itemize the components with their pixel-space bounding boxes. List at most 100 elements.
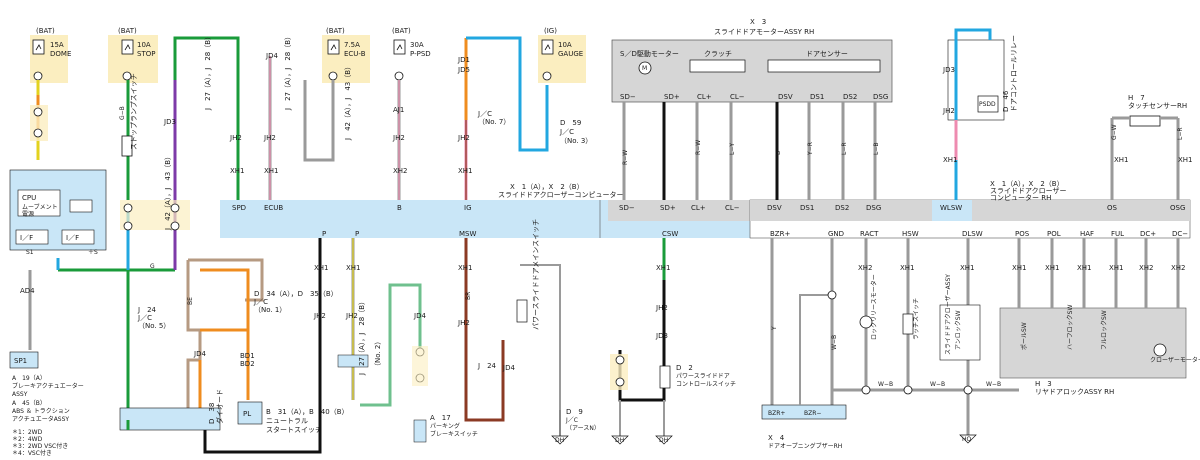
j24-no5: （No. 5） xyxy=(138,322,170,330)
pin-cl-plus: CL+ xyxy=(691,204,706,212)
lbl-ly: L−Y xyxy=(729,143,736,155)
conn-jh2-rh: JH2 xyxy=(942,107,955,115)
computer-pins-bottom: P P MSW CSW BZR+ GND RACT HSW DLSW POS P… xyxy=(322,230,1188,238)
neutral-start-switch: PL B 31（A），B 40（B） ニュートラル スタートスイッチ xyxy=(237,401,349,434)
mt-sd-minus: SD− xyxy=(620,93,636,101)
h7-ref: H 7 xyxy=(1128,94,1145,102)
pin-ds2: DS2 xyxy=(835,204,849,212)
fuse-gauge-source: (IG) xyxy=(544,27,557,35)
conn-xh1-p2: XH1 xyxy=(346,264,361,272)
j24-jc: J／C xyxy=(137,314,152,322)
pin-sd-plus: SD+ xyxy=(660,204,676,212)
conn-jd4-ecub: JD4 xyxy=(265,52,278,60)
conn-xh1-pol: XH1 xyxy=(1045,264,1060,272)
wire-brown-msw xyxy=(464,238,505,422)
conn-jd3-rh: JD3 xyxy=(942,66,955,74)
lbl-rw2: R−W xyxy=(695,140,702,155)
fuse-ppsd: (BAT) 30A P-PSD xyxy=(392,27,431,81)
cpu-if2: I／F xyxy=(66,234,79,242)
rear-door-lock-h3: H 3 リヤドアロックASSY RH ポールSW ハーフロックSW フルロックS… xyxy=(999,305,1200,396)
lbl-yr: Y−R xyxy=(807,142,814,156)
pin-hsw: HSW xyxy=(902,230,919,238)
pin-ds1: DS1 xyxy=(800,204,814,212)
d34-no1: （No. 1） xyxy=(254,306,286,314)
note-3: ＊3：2WD VSC付き xyxy=(12,442,68,450)
d59-no3: （No. 3） xyxy=(560,137,592,145)
cpu-if1: I／F xyxy=(20,234,33,242)
psdd-label: PSDD xyxy=(979,101,996,108)
svg-text:PL: PL xyxy=(243,410,251,418)
a19-ref: A 19（A） xyxy=(12,375,46,382)
d46-relay: JD3 JH2 XH1 PSDD D 46 ドアコントロールリレー xyxy=(942,28,1018,200)
computer-pins-top: SPD ECUB B IG SD− SD+ CL+ CL− DSV DS1 DS… xyxy=(232,204,1185,212)
fuse-gauge: (IG) 10A GAUGE xyxy=(538,27,586,83)
cpu-splus: ＋S xyxy=(88,249,98,256)
psd-control-switch: D 2 パワースライドドア コントロールスイッチ xyxy=(659,364,736,389)
cpu-power: 電源 xyxy=(22,210,34,218)
j24-left: J 24 xyxy=(137,306,157,314)
mt-dsv: DSV xyxy=(778,93,793,101)
conn-jd3: JD3 xyxy=(163,118,176,126)
gnd-dh2: DH xyxy=(615,437,624,444)
pin-ig: IG xyxy=(464,204,472,212)
pin-p2: P xyxy=(355,230,359,238)
conn-xh2-ract: XH2 xyxy=(858,264,873,272)
lbl-be: BE xyxy=(187,297,194,305)
x1-ref: X 1（A），X 2（B） xyxy=(510,183,584,191)
a17-name1: パーキング xyxy=(430,422,460,430)
d2-name1: パワースライドドア xyxy=(676,373,730,380)
x1-name: スライドドアクローザーコンピューター xyxy=(498,190,624,199)
h7-name: タッチセンサーRH xyxy=(1128,101,1187,110)
sp1-label: SP1 xyxy=(14,357,27,365)
lock-assy-wires: XH1 XH1 XH1 XH1 XH2 XH2 xyxy=(1012,238,1186,308)
fuse-dome: (BAT) 15A DOME xyxy=(30,27,71,83)
a45-name2: アクチュエータASSY xyxy=(12,415,69,423)
b31-ref: B 31（A），B 40（B） xyxy=(266,408,349,416)
conn-xh1-ful: XH1 xyxy=(1109,264,1124,272)
lbl-lr-osg: L−R xyxy=(1177,127,1184,140)
x3-name: スライドドアモーターASSY RH xyxy=(714,27,814,36)
gnd-dh3: DH xyxy=(659,437,668,444)
pin-cl-minus: CL− xyxy=(725,204,740,212)
conn-xh1-spd: XH1 xyxy=(230,167,245,175)
svg-text:BZR+: BZR+ xyxy=(768,410,785,417)
conn-xh1-rh: XH1 xyxy=(943,156,958,164)
conn-jd4-low: JD4 xyxy=(193,350,206,358)
conn-xh2-dcm: XH2 xyxy=(1171,264,1186,272)
fuse-stop-rating: 10A xyxy=(137,41,151,49)
cpu-s1: S1 xyxy=(26,249,34,256)
conn-jd3-csw: JD3 xyxy=(655,332,668,340)
conn-jh2-p1: JH2 xyxy=(313,312,326,320)
d38-ref: D 38 xyxy=(208,403,216,424)
pin-dc-minus: DC− xyxy=(1172,230,1188,238)
conn-xh1-haf: XH1 xyxy=(1077,264,1092,272)
fuse-gauge-name: GAUGE xyxy=(558,50,583,58)
conn-jh2-p2: JH2 xyxy=(345,312,358,320)
conn-xh1-msw: XH1 xyxy=(458,264,473,272)
gnd-dh1: DH xyxy=(555,437,564,444)
conn-jd5: JD5 xyxy=(457,66,470,74)
d34-label: D 34（A），D 35（B） xyxy=(254,290,338,298)
pin-msw: MSW xyxy=(459,230,476,238)
pin-ecub: ECUB xyxy=(264,204,283,212)
jc-no7: （No. 7） xyxy=(478,118,510,126)
fuse-stop-name: STOP xyxy=(137,50,155,58)
note-4: ＊4：VSC付き xyxy=(12,449,52,457)
closer-motor: クローザーモーター xyxy=(1150,356,1200,364)
conn-jh2-b: JH2 xyxy=(392,134,405,142)
main-sw-label: パワースライドドアメインスイッチ xyxy=(532,219,540,330)
h3-name: リヤドアロックASSY RH xyxy=(1035,388,1114,396)
pin-ful: FUL xyxy=(1111,230,1124,238)
unlock-sw: アンロックSW xyxy=(955,310,962,350)
closer-assy: スライドドアクローザーASSY xyxy=(945,274,952,355)
clutch-label: クラッチ xyxy=(704,50,732,58)
lbl-g-spd: G xyxy=(150,263,155,270)
lbl-lb: L−B xyxy=(873,143,880,156)
note-1: ＊1：2WD xyxy=(12,429,43,436)
latch-sw: ラッチスイッチ xyxy=(913,298,920,340)
lbl-gb: G−B xyxy=(119,106,126,120)
lbl-wb-gnd: W−B xyxy=(831,335,838,350)
half-sw: ハーフロックSW xyxy=(1067,305,1074,350)
j27-ecub: J 27（A），J 28（B） xyxy=(284,33,292,111)
full-sw: フルロックSW xyxy=(1101,310,1108,350)
